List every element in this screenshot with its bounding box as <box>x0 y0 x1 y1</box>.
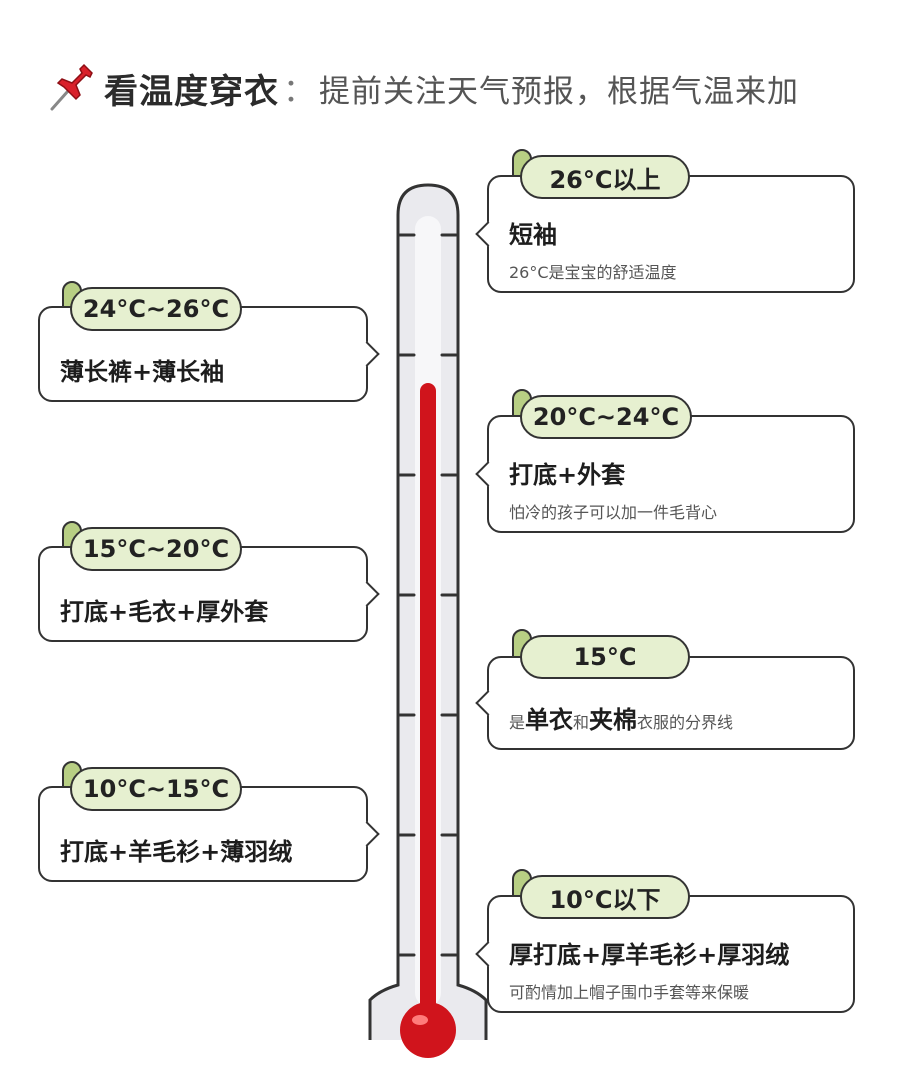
temperature-tag: 15°C <box>512 629 690 679</box>
note-text: 是 <box>509 713 526 732</box>
card-title: 打底+羊毛衫+薄羽绒 <box>60 838 293 866</box>
title-bold: 看温度穿衣 <box>104 71 279 112</box>
card-title: 薄长裤+薄长袖 <box>60 358 225 386</box>
title-subtitle: 提前关注天气预报，根据气温来加 <box>319 73 800 110</box>
card-title: 打底+外套 <box>509 461 626 489</box>
card-note: 怕冷的孩子可以加一件毛背心 <box>509 503 718 522</box>
temperature-tag: 24°C~26°C <box>62 281 242 331</box>
tag-label: 20°C~24°C <box>532 403 680 431</box>
title-separator: ： <box>283 71 316 109</box>
tag-label: 15°C~20°C <box>82 535 230 563</box>
note-text: 和 <box>573 713 590 732</box>
card-title: 短袖 <box>509 221 557 249</box>
card-note: 可酌情加上帽子围巾手套等来保暖 <box>509 983 750 1002</box>
temperature-tag: 10°C以下 <box>512 869 690 919</box>
card-title: 厚打底+厚羊毛衫+厚羽绒 <box>509 941 790 969</box>
card-note: 是单衣和夹棉衣服的分界线 <box>509 700 733 735</box>
temperature-tag: 20°C~24°C <box>512 389 692 439</box>
temperature-tag: 10°C~15°C <box>62 761 242 811</box>
tag-label: 24°C~26°C <box>82 295 230 323</box>
note-bold-padded: 夹棉 <box>589 706 638 734</box>
note-bold-single: 单衣 <box>525 706 574 734</box>
card-title: 打底+毛衣+厚外套 <box>60 598 269 626</box>
tag-label: 10°C以下 <box>549 885 661 914</box>
pushpin-icon <box>50 63 93 111</box>
page-title: 看温度穿衣 ： 提前关注天气预报，根据气温来加 <box>46 60 799 116</box>
note-text: 衣服的分界线 <box>637 713 734 732</box>
tag-label: 15°C <box>573 643 637 671</box>
tag-label: 10°C~15°C <box>82 775 230 803</box>
temperature-tag: 26°C以上 <box>512 149 690 199</box>
tag-label: 26°C以上 <box>549 165 661 194</box>
card-note: 26°C是宝宝的舒适温度 <box>509 263 677 282</box>
temperature-tag: 15°C~20°C <box>62 521 242 571</box>
